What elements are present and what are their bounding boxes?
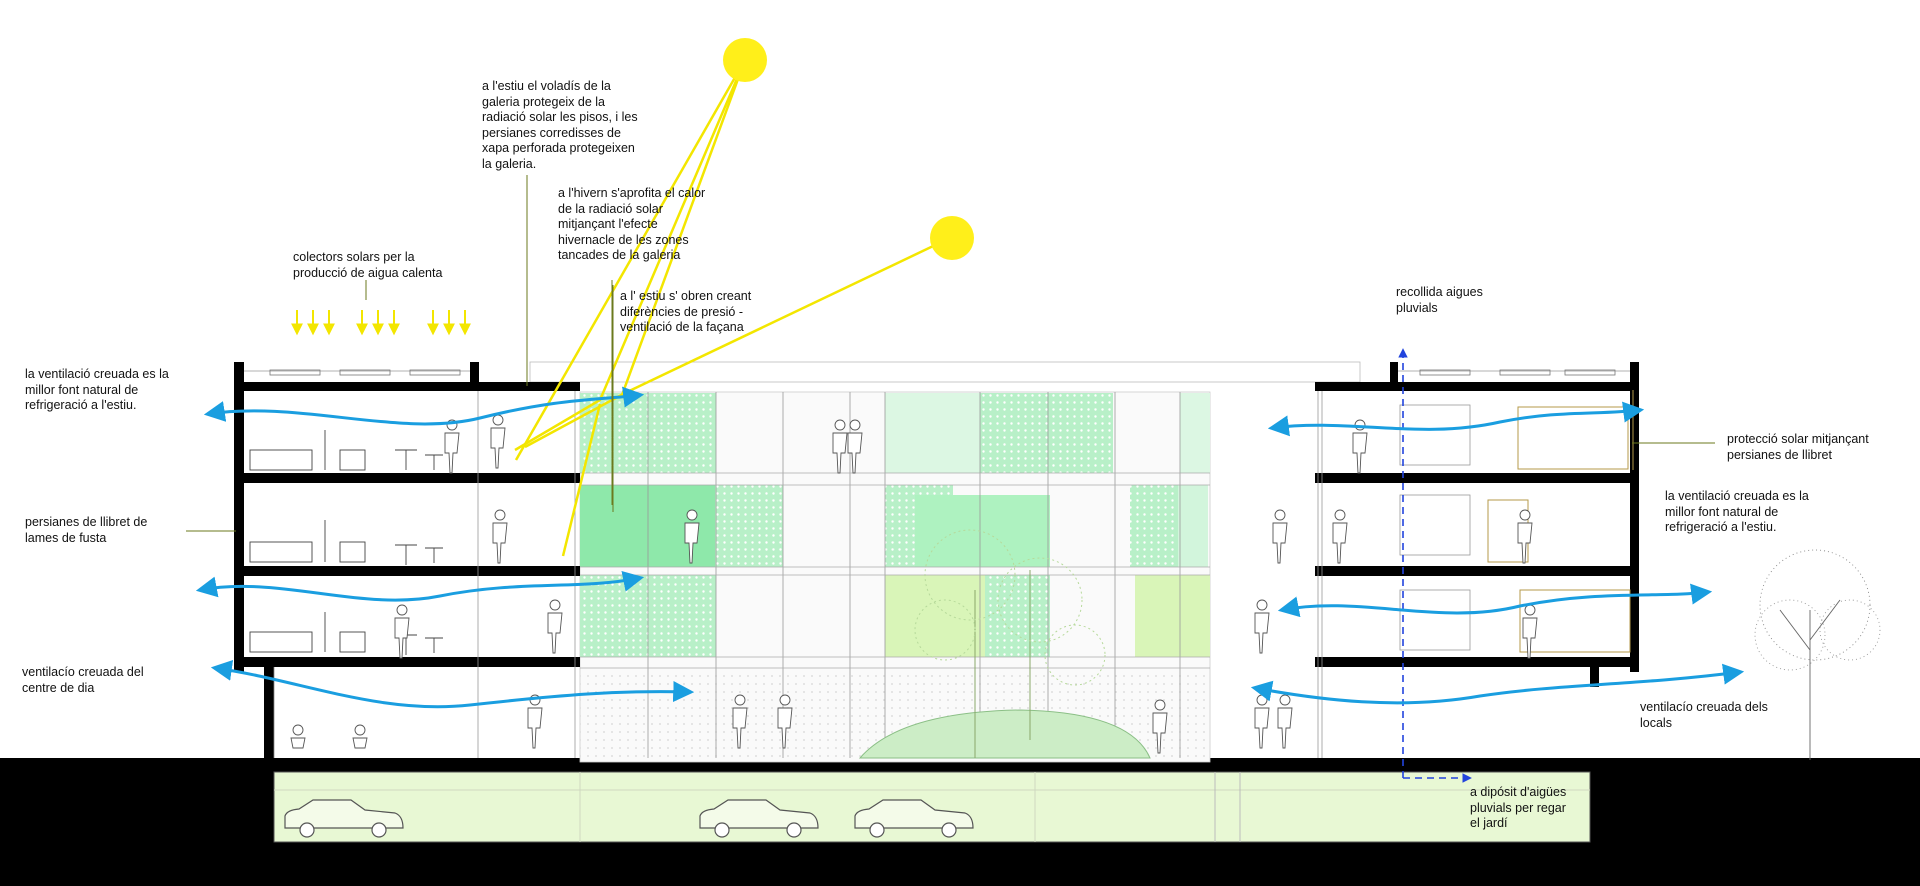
- annotation-solar-collectors: colectors solars per la producció de aig…: [293, 250, 443, 280]
- annotation-cross-ventilation-right: la ventilació creuada es la millor font …: [1665, 489, 1809, 534]
- annotation-shops-ventilation: ventilacío creuada dels locals: [1640, 700, 1768, 730]
- car-icon: [854, 799, 974, 838]
- airflow-arrow-icon: [195, 386, 1745, 709]
- annotation-solar-protection-right: protecció solar mitjançant persianes de …: [1727, 432, 1869, 462]
- furniture: [249, 430, 443, 655]
- sun-icon: [723, 38, 767, 82]
- annotation-wood-blinds: persianes de llibret de lames de fusta: [25, 515, 148, 545]
- sun-icon: [930, 216, 974, 260]
- annotation-summer-overhang: a l'estiu el voladís de la galeria prote…: [482, 79, 638, 171]
- rainwater-arrow-icon: [1398, 348, 1472, 783]
- car-icon: [699, 799, 819, 838]
- garden: [858, 709, 1151, 759]
- annotation-facade-ventilation: a l' estiu s' obren creant diferències d…: [620, 289, 752, 334]
- tree-icon: [914, 529, 1106, 758]
- annotation-rainwater-collection: recollida aigues pluvials: [1396, 285, 1483, 315]
- annotation-leaders: [186, 175, 1715, 532]
- parking-level: [273, 771, 1591, 843]
- annotation-day-centre-ventilation: ventilacío creuada del centre de dia: [22, 665, 144, 695]
- gallery-glazing: [529, 361, 1361, 763]
- annotation-rainwater-tank: a dipósit d'aigües pluvials per regar el…: [1470, 785, 1567, 830]
- car-icon: [284, 799, 404, 838]
- annotation-winter-greenhouse: a l'hivern s'aprofita el calor de la rad…: [558, 186, 706, 262]
- tree-icon: [1754, 549, 1881, 760]
- annotation-cross-ventilation-left: la ventilació creuada es la millor font …: [25, 367, 169, 412]
- solar-arrow-icon: [291, 310, 471, 336]
